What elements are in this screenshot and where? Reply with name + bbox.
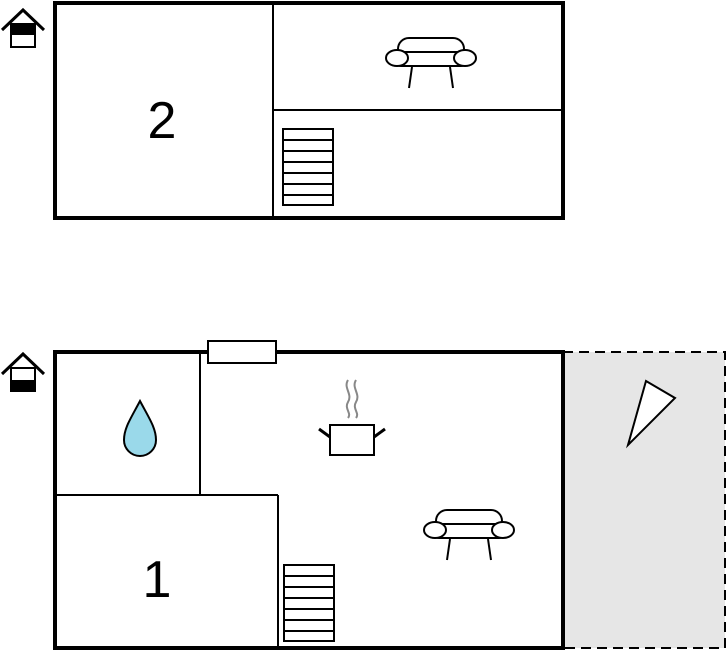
house-ground-floor-icon bbox=[0, 351, 46, 392]
ground-floor: 1 bbox=[0, 340, 726, 650]
water-drop-icon bbox=[122, 398, 158, 457]
cooking-pot-icon bbox=[318, 379, 386, 456]
upper-floor: 2 bbox=[0, 1, 565, 220]
house-upper-floor-icon bbox=[0, 7, 46, 48]
room-label-1: 1 bbox=[143, 551, 172, 609]
terrace-pointer-icon bbox=[626, 379, 677, 449]
window bbox=[207, 340, 277, 364]
staircase-icon bbox=[283, 564, 335, 642]
sofa-icon bbox=[423, 509, 515, 561]
room-label-2: 2 bbox=[148, 92, 177, 150]
staircase-icon bbox=[282, 128, 334, 206]
sofa-icon bbox=[385, 37, 477, 89]
